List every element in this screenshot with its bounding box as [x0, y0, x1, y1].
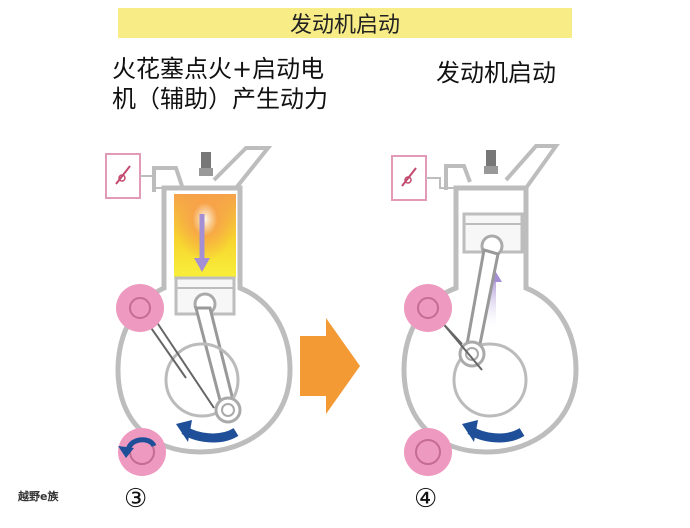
rotation-arrow-icon [462, 420, 525, 443]
title-bar: 发动机启动 [118, 8, 572, 38]
rotation-arrow-icon [118, 420, 239, 458]
left-caption-line-1: 火花塞点火+启动电 [112, 55, 325, 83]
ignition-switch-icon [391, 155, 458, 201]
step-number-right: ④ [414, 484, 438, 514]
right-caption: 发动机启动 [436, 59, 556, 87]
left-caption-line-2: 机（辅助）产生动力 [112, 85, 328, 113]
right-engine [391, 144, 579, 476]
page-title: 发动机启动 [289, 13, 400, 38]
spark-plug-icon [199, 152, 213, 176]
next-step-arrow-icon [300, 318, 360, 414]
spark-plug-icon [484, 150, 498, 174]
watermark: 越野e族 [18, 490, 59, 503]
step-number-left: ③ [124, 484, 148, 514]
left-engine [105, 146, 293, 476]
ignition-switch-icon [105, 153, 172, 199]
